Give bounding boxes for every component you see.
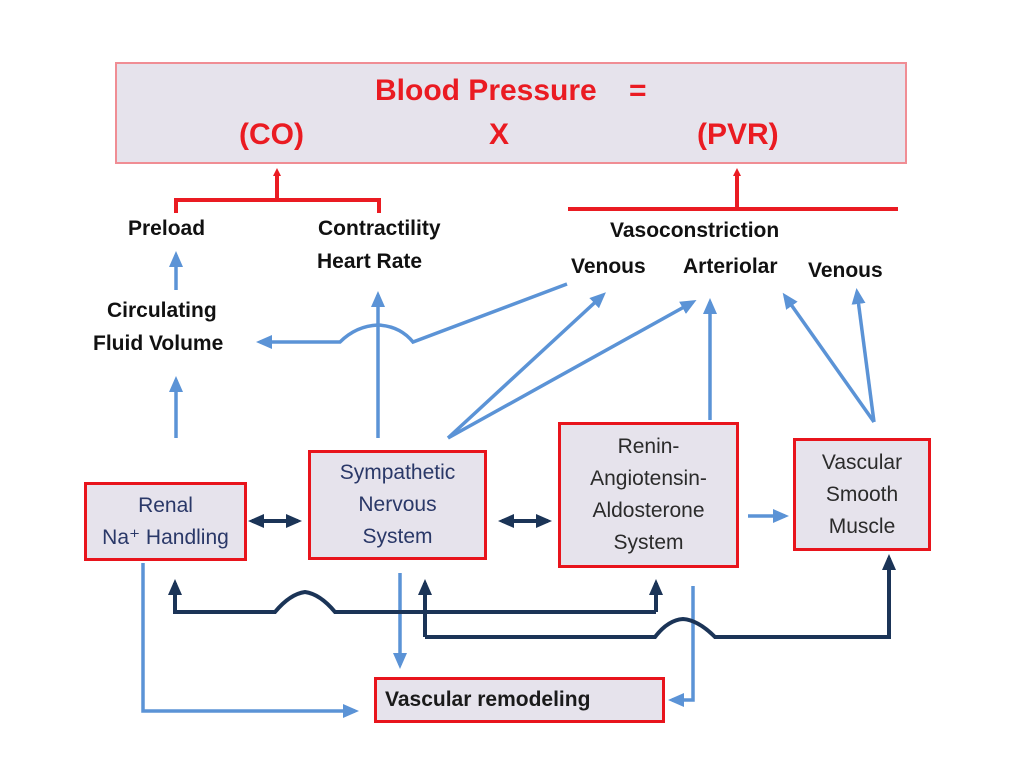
vascular-smooth-muscle-box: Vascular Smooth Muscle (793, 438, 931, 551)
renal-na-handling-box: Renal Na⁺ Handling (84, 482, 247, 561)
raas-text: Renin- Angiotensin- Aldosterone System (590, 435, 707, 554)
contractility-label: Contractility (318, 217, 441, 240)
arrow-raas-loop-renal (168, 579, 656, 614)
vascular-smooth-muscle-text: Vascular Smooth Muscle (821, 450, 903, 538)
vascular-remodeling-text: Vascular remodeling (385, 688, 591, 711)
heart-rate-label: Heart Rate (317, 250, 423, 273)
arrow-sns-to-venous (446, 292, 606, 440)
fluid-volume-label: Fluid Volume (93, 332, 224, 355)
arrow-renal-to-remodeling (141, 563, 359, 718)
circulating-label: Circulating (107, 299, 217, 322)
preload-label: Preload (128, 217, 206, 240)
venous-right-label: Venous (808, 259, 883, 282)
arrow-sns-vsm-loop (425, 554, 896, 639)
renal-na-handling-text: Renal Na⁺ Handling (102, 493, 229, 549)
pvr-label: (PVR) (697, 118, 779, 151)
venous-left-label: Venous (571, 255, 646, 278)
arrow-vsm-to-arteriolar (782, 292, 876, 424)
sympathetic-nervous-system-text: Sympathetic Nervous System (339, 461, 456, 548)
blood-pressure-equation-box: Blood Pressure = (CO) X (PVR) (115, 62, 907, 164)
sympathetic-nervous-system-box: Sympathetic Nervous System (308, 450, 487, 560)
arrow-raas-to-remodeling (668, 586, 695, 707)
raas-box: Renin- Angiotensin- Aldosterone System (558, 422, 739, 568)
vascular-remodeling-box: Vascular remodeling (374, 677, 665, 723)
co-bracket (174, 168, 381, 213)
arrow-sns-to-arteriolar (447, 300, 697, 440)
arrow-vsm-to-venous (851, 288, 876, 423)
bp-label: Blood Pressure (375, 74, 597, 107)
arrow-venous-to-circulating (256, 282, 568, 349)
vasoconstriction-label: Vasoconstriction (610, 219, 780, 242)
co-label: (CO) (239, 118, 304, 151)
times-sign: X (489, 118, 510, 151)
arteriolar-label: Arteriolar (683, 255, 778, 278)
pvr-bracket (568, 168, 898, 211)
equals-sign: = (629, 74, 647, 107)
